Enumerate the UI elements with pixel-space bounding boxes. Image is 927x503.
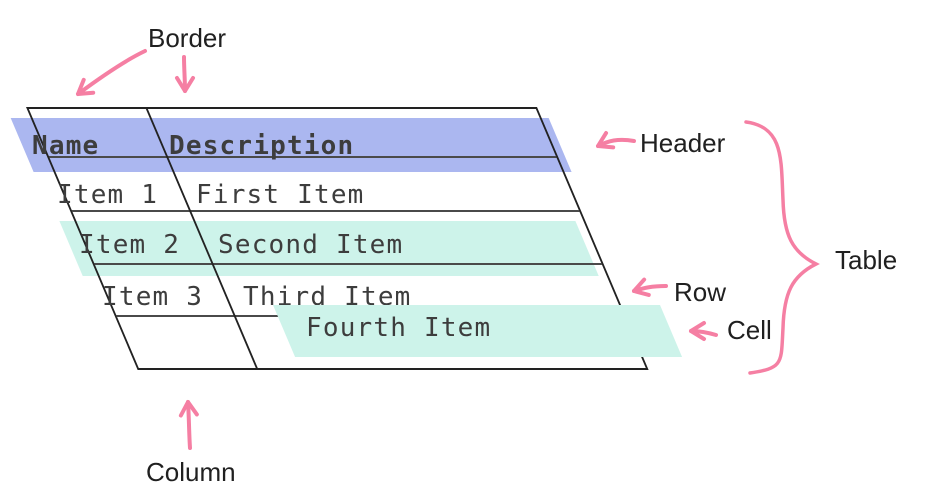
cell-arrow-icon bbox=[689, 321, 718, 342]
cell-row2-name: Item 2 bbox=[79, 230, 181, 260]
cell-row3-name: Item 3 bbox=[102, 282, 204, 312]
row-arrow-icon bbox=[632, 277, 668, 297]
cell-row1-desc: First Item bbox=[196, 180, 365, 210]
column-label: Column bbox=[146, 457, 236, 487]
table-label: Table bbox=[835, 245, 898, 275]
cell-row1-name: Item 1 bbox=[57, 180, 159, 210]
cell-row4-desc: Fourth Item bbox=[306, 313, 492, 343]
border-arrow-left-icon bbox=[76, 49, 147, 96]
header-arrow-icon bbox=[596, 131, 636, 150]
border-arrow-down-icon bbox=[174, 55, 195, 93]
header-cell-name: Name bbox=[32, 131, 100, 161]
cell-label: Cell bbox=[727, 315, 772, 345]
border-label: Border bbox=[148, 23, 227, 53]
header-cell-description: Description bbox=[169, 131, 355, 161]
column-arrow-icon bbox=[178, 400, 199, 450]
header-label: Header bbox=[640, 128, 726, 158]
cell-row2-desc: Second Item bbox=[218, 230, 404, 260]
row-label: Row bbox=[674, 277, 727, 307]
